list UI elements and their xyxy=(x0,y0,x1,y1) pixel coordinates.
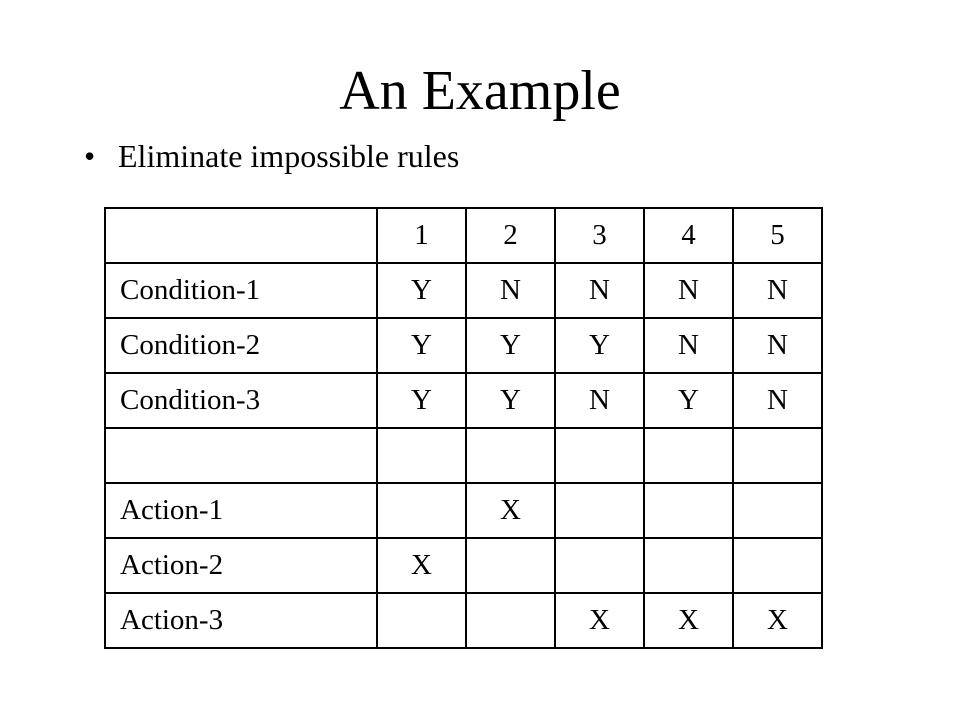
table-cell: N xyxy=(732,317,823,374)
table-cell xyxy=(732,482,823,539)
table-cell xyxy=(732,427,823,484)
table-cell: X xyxy=(465,482,556,539)
table-cell xyxy=(376,427,467,484)
row-label: Action-2 xyxy=(104,537,378,594)
table-cell xyxy=(732,537,823,594)
table-cell: N xyxy=(554,372,645,429)
table-cell xyxy=(643,537,734,594)
decision-table: 1 2 3 4 5 Condition-1 Y N N N N Conditio… xyxy=(104,207,823,649)
table-row: Action-1 X xyxy=(104,482,823,539)
table-cell xyxy=(465,592,556,649)
header-cell: 5 xyxy=(732,207,823,264)
table-cell xyxy=(376,592,467,649)
table-row: Action-2 X xyxy=(104,537,823,594)
table-row: Condition-3 Y Y N Y N xyxy=(104,372,823,429)
table-cell: N xyxy=(643,262,734,319)
table-cell: Y xyxy=(554,317,645,374)
bullet-item: • Eliminate impossible rules xyxy=(84,134,459,178)
bullet-text: Eliminate impossible rules xyxy=(118,138,460,174)
table-cell: N xyxy=(643,317,734,374)
row-label: Condition-3 xyxy=(104,372,378,429)
slide-title: An Example xyxy=(339,60,621,122)
row-label xyxy=(104,427,378,484)
table-cell xyxy=(465,537,556,594)
table-cell: N xyxy=(732,262,823,319)
row-label: Condition-2 xyxy=(104,317,378,374)
table-row xyxy=(104,427,823,484)
table-cell xyxy=(643,482,734,539)
row-label: Condition-1 xyxy=(104,262,378,319)
table-cell: X xyxy=(376,537,467,594)
table-cell: Y xyxy=(376,317,467,374)
table-cell xyxy=(643,427,734,484)
header-cell xyxy=(104,207,378,264)
table-row: Action-3 X X X xyxy=(104,592,823,649)
table-cell xyxy=(554,427,645,484)
header-cell: 1 xyxy=(376,207,467,264)
row-label: Action-3 xyxy=(104,592,378,649)
table-cell: X xyxy=(732,592,823,649)
header-cell: 4 xyxy=(643,207,734,264)
table-cell xyxy=(554,537,645,594)
table-cell xyxy=(465,427,556,484)
bullet-dot-icon: • xyxy=(84,138,96,174)
table-cell: Y xyxy=(376,262,467,319)
table-cell: Y xyxy=(465,372,556,429)
table-cell: X xyxy=(643,592,734,649)
table-cell: N xyxy=(554,262,645,319)
table-header-row: 1 2 3 4 5 xyxy=(104,207,823,264)
header-cell: 3 xyxy=(554,207,645,264)
table-cell: Y xyxy=(376,372,467,429)
header-cell: 2 xyxy=(465,207,556,264)
table-row: Condition-2 Y Y Y N N xyxy=(104,317,823,374)
table-cell: N xyxy=(732,372,823,429)
table-cell xyxy=(376,482,467,539)
table-cell: Y xyxy=(643,372,734,429)
table-row: Condition-1 Y N N N N xyxy=(104,262,823,319)
table-cell: N xyxy=(465,262,556,319)
table-cell: Y xyxy=(465,317,556,374)
table-cell: X xyxy=(554,592,645,649)
table-cell xyxy=(554,482,645,539)
row-label: Action-1 xyxy=(104,482,378,539)
